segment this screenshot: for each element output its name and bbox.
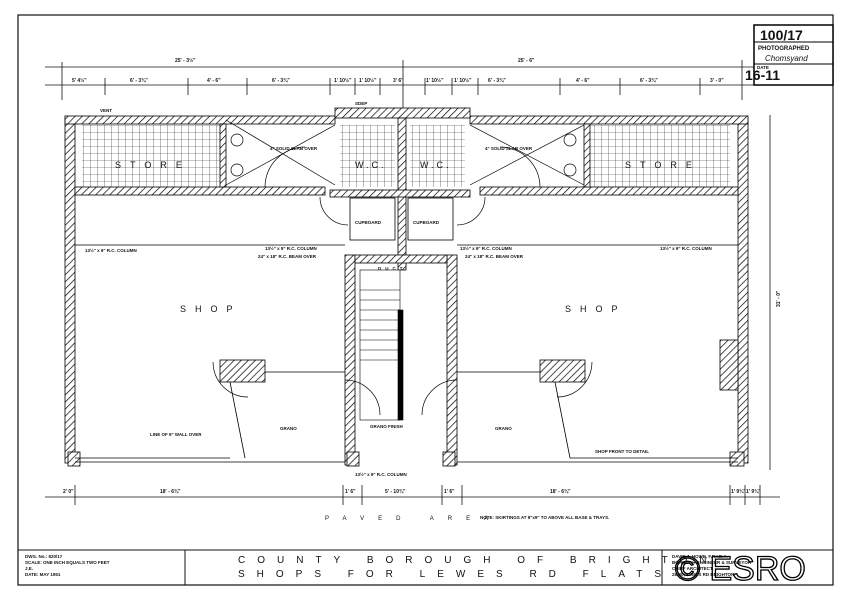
room-shop-left: SHOP bbox=[180, 304, 242, 314]
title-line-2: SHOPS FOR LEWES RD FLATS bbox=[238, 569, 673, 580]
dim-label: 4' - 6" bbox=[207, 78, 221, 84]
room-cupboard-left: CUPBOARD bbox=[355, 220, 382, 225]
grano-finish-label: GRANO FINISH bbox=[370, 424, 403, 429]
dim-label: 1' 10½" bbox=[334, 77, 352, 84]
dim-label: 6' - 3¾" bbox=[488, 77, 506, 84]
dim-label: 6' - 3¾" bbox=[130, 77, 148, 84]
stamp-number: 100/17 bbox=[760, 27, 803, 43]
photographed-stamp: 100/17 PHOTOGRAPHED Chomsyand DATE 16-11 bbox=[745, 24, 834, 86]
dim-label: 1' 6" bbox=[444, 489, 455, 495]
store-right-tiles bbox=[590, 125, 730, 187]
dim-label: 1' 9¾" bbox=[731, 488, 746, 495]
note: 13½" x 9" R.C. COLUMN bbox=[355, 471, 407, 477]
note: SHOP FRONT TO DETAIL bbox=[595, 449, 649, 454]
note: VENT bbox=[100, 108, 112, 113]
room-cupboard-right: CUPBOARD bbox=[413, 220, 440, 225]
note: 13½" x 9" R.C. COLUMN bbox=[460, 245, 512, 251]
dim-label: 18' - 6¾" bbox=[550, 488, 571, 495]
dim-label: 3' - 0" bbox=[710, 78, 724, 84]
dim-label: 18' - 6¾" bbox=[160, 488, 181, 495]
dim-label: 1' 10½" bbox=[359, 77, 377, 84]
room-wc-left: W.C. bbox=[355, 160, 387, 170]
drawing-scale: SCALE: ONE INCH EQUALS TWO FEET bbox=[25, 560, 110, 565]
room-grano-right: GRANO bbox=[495, 426, 512, 431]
walls bbox=[64, 107, 749, 467]
room-store-left: STORE bbox=[115, 160, 191, 170]
dim-label: 1' 10½" bbox=[454, 77, 472, 84]
top-dimensions: 5' 4½" 6' - 3¾" 4' - 6" 6' - 3¾" 1' 10½"… bbox=[72, 77, 724, 84]
stamp-date-label: DATE bbox=[757, 65, 769, 70]
drawing-number: DWG. No.: 820/17 bbox=[25, 554, 63, 559]
stamp-signature: Chomsyand bbox=[765, 54, 808, 63]
room-duct: DUCT bbox=[378, 266, 407, 271]
paved-area-label: PAVED AREA bbox=[325, 516, 502, 522]
note: 4" SOLID SLAB OVER bbox=[270, 146, 318, 151]
annotations: 13½" x 9" R.C. COLUMN 13½" x 9" R.C. COL… bbox=[85, 101, 712, 520]
architect-line: DAVID J. HOWE, F.R.I.B.A. bbox=[672, 554, 728, 559]
note: 13½" x 9" R.C. COLUMN bbox=[85, 247, 137, 253]
note: 24" x 18" R.C. BEAM OVER bbox=[465, 254, 524, 259]
sheet-border bbox=[17, 14, 834, 586]
bottom-dimensions: 2' 0" 18' - 6¾" 1' 6" 5' - 10¾" 1' 6" 18… bbox=[63, 488, 761, 495]
store-left-tiles bbox=[82, 125, 220, 187]
dim-label: 1' 9¾" bbox=[746, 488, 761, 495]
dim-label: 3' 6" bbox=[393, 78, 404, 84]
drawing-initials: J.E. bbox=[25, 566, 33, 571]
room-wc-right: W.C. bbox=[420, 160, 452, 170]
architect-line: BOROUGH ENGINEER & SURVEYOR bbox=[672, 560, 752, 565]
note: 13½" x 9" R.C. COLUMN bbox=[265, 245, 317, 251]
wc-right-tiles bbox=[410, 125, 465, 187]
dim-label: 5' 4½" bbox=[72, 77, 87, 84]
note: NOTE: SKIRTINGS AT 9"x9" TO ABOVE ALL BA… bbox=[480, 515, 609, 520]
room-shop-right: SHOP bbox=[565, 304, 627, 314]
dim-label: 5' - 10¾" bbox=[385, 488, 406, 495]
staircase bbox=[359, 269, 404, 421]
room-store-right: STORE bbox=[625, 160, 701, 170]
shop-front-lines bbox=[75, 197, 738, 463]
dim-label: 2' 0" bbox=[63, 489, 74, 495]
side-dimension: 31' - 0" bbox=[776, 290, 782, 307]
esro-watermark: © ESRO bbox=[675, 550, 806, 588]
architect-line: CHIEF ARCHITECT bbox=[672, 566, 713, 571]
note: 4" SOLID SLAB OVER bbox=[485, 146, 533, 151]
overall-dim-right: 25' - 6" bbox=[518, 58, 535, 64]
dim-label: 1' 10½" bbox=[426, 77, 444, 84]
note: SDEP bbox=[355, 101, 367, 106]
door-swings bbox=[212, 119, 593, 416]
overall-dimensions: 25' - 3½" 25' - 6" 31' - 0" bbox=[175, 57, 782, 307]
dim-label: 6' - 3¾" bbox=[272, 77, 290, 84]
dim-label: 4' - 6" bbox=[576, 78, 590, 84]
note: LINE OF 9" WALL OVER bbox=[150, 432, 202, 437]
stamp-date: 16-11 bbox=[745, 67, 780, 83]
wc-left-tiles bbox=[340, 125, 395, 187]
drawing-date: DATE: MAY 1951 bbox=[25, 572, 61, 577]
room-grano-left: GRANO bbox=[280, 426, 297, 431]
architect-line: 28-30, KING'S RD BRIGHTON bbox=[672, 572, 734, 577]
dimension-lines bbox=[45, 60, 780, 505]
dim-label: 1' 6" bbox=[345, 489, 356, 495]
note: 24" x 18" R.C. BEAM OVER bbox=[258, 254, 317, 259]
stamp-label: PHOTOGRAPHED bbox=[758, 46, 810, 52]
room-labels: STORE STORE W.C. W.C. CUPBOARD CUPBOARD … bbox=[115, 160, 701, 522]
overall-dim-left: 25' - 3½" bbox=[175, 57, 196, 64]
dim-label: 6' - 3¾" bbox=[640, 77, 658, 84]
title-block: DWG. No.: 820/17 SCALE: ONE INCH EQUALS … bbox=[17, 549, 834, 586]
title-line-1: COUNTY BOROUGH OF BRIGHTON bbox=[238, 555, 719, 566]
note: 13½" x 9" R.C. COLUMN bbox=[660, 245, 712, 251]
